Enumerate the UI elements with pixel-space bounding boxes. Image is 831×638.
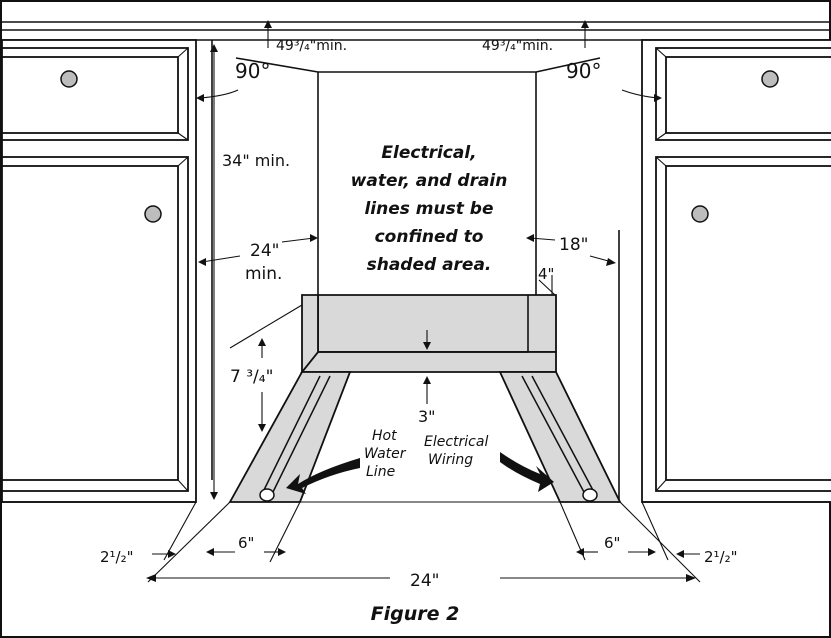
figure-caption: Figure 2	[371, 603, 460, 625]
label-recess: 3"	[418, 407, 436, 426]
label-toe-kick: 7 ³/₄"	[230, 367, 273, 387]
left-cabinet	[1, 39, 197, 503]
angle-arc-left	[199, 89, 239, 99]
label-angle-right: 90°	[566, 59, 601, 83]
label-right-margin: 2¹/₂"	[704, 548, 738, 566]
hot-water-pipe	[259, 375, 331, 502]
dimension-cabinet-height	[210, 44, 218, 500]
dimension-width-min	[198, 234, 318, 266]
dimension-left-channel	[206, 548, 286, 556]
label-left-margin: 2¹/₂"	[100, 548, 134, 566]
left-drawer-knob	[60, 70, 78, 88]
dimension-height-left	[264, 20, 272, 48]
note-line-1: Electrical,	[381, 143, 476, 163]
dimension-overall-width	[146, 574, 696, 582]
right-cabinet	[641, 39, 831, 503]
label-right-offset: 18"	[559, 235, 588, 255]
dimension-right-offset	[526, 234, 616, 266]
note-line-5: shaded area.	[367, 255, 492, 275]
left-door-knob	[144, 205, 162, 223]
note-line-4: confined to	[375, 227, 484, 247]
label-hot-1: Hot	[372, 428, 397, 444]
label-angle-left: 90°	[235, 59, 270, 83]
label-hot-2: Water	[364, 446, 407, 462]
label-cabinet-height: 34" min.	[222, 151, 290, 170]
dimension-side-depth	[538, 275, 556, 296]
dimension-recess	[423, 330, 431, 404]
dimension-left-margin	[152, 550, 176, 558]
dimension-toe-kick	[229, 304, 303, 432]
right-utility-channel	[498, 371, 622, 503]
label-elec-1: Electrical	[424, 434, 488, 450]
label-height-right: 49³/₄"min.	[482, 38, 553, 54]
label-overall-width: 24"	[410, 571, 439, 591]
hot-water-arrow	[286, 458, 360, 494]
dimension-right-channel	[576, 548, 656, 556]
label-right-channel: 6"	[604, 534, 620, 552]
note-line-3: lines must be	[364, 199, 493, 219]
right-door-knob	[691, 205, 709, 223]
label-side-depth: 4"	[538, 265, 554, 283]
label-hot-3: Line	[366, 464, 395, 480]
label-left-channel: 6"	[238, 534, 254, 552]
label-height-left: 49³/₄"min.	[276, 38, 347, 54]
dimension-height-right	[581, 20, 589, 48]
electrical-arrow	[500, 452, 554, 492]
dimension-right-margin	[676, 550, 700, 558]
label-width-min-1: 24"	[250, 241, 279, 261]
label-width-min-2: min.	[245, 264, 282, 284]
shaded-utility-area	[228, 294, 622, 503]
note-line-2: water, and drain	[351, 171, 508, 191]
right-drawer-knob	[761, 70, 779, 88]
label-elec-2: Wiring	[428, 452, 473, 468]
electrical-conduit	[521, 375, 598, 502]
